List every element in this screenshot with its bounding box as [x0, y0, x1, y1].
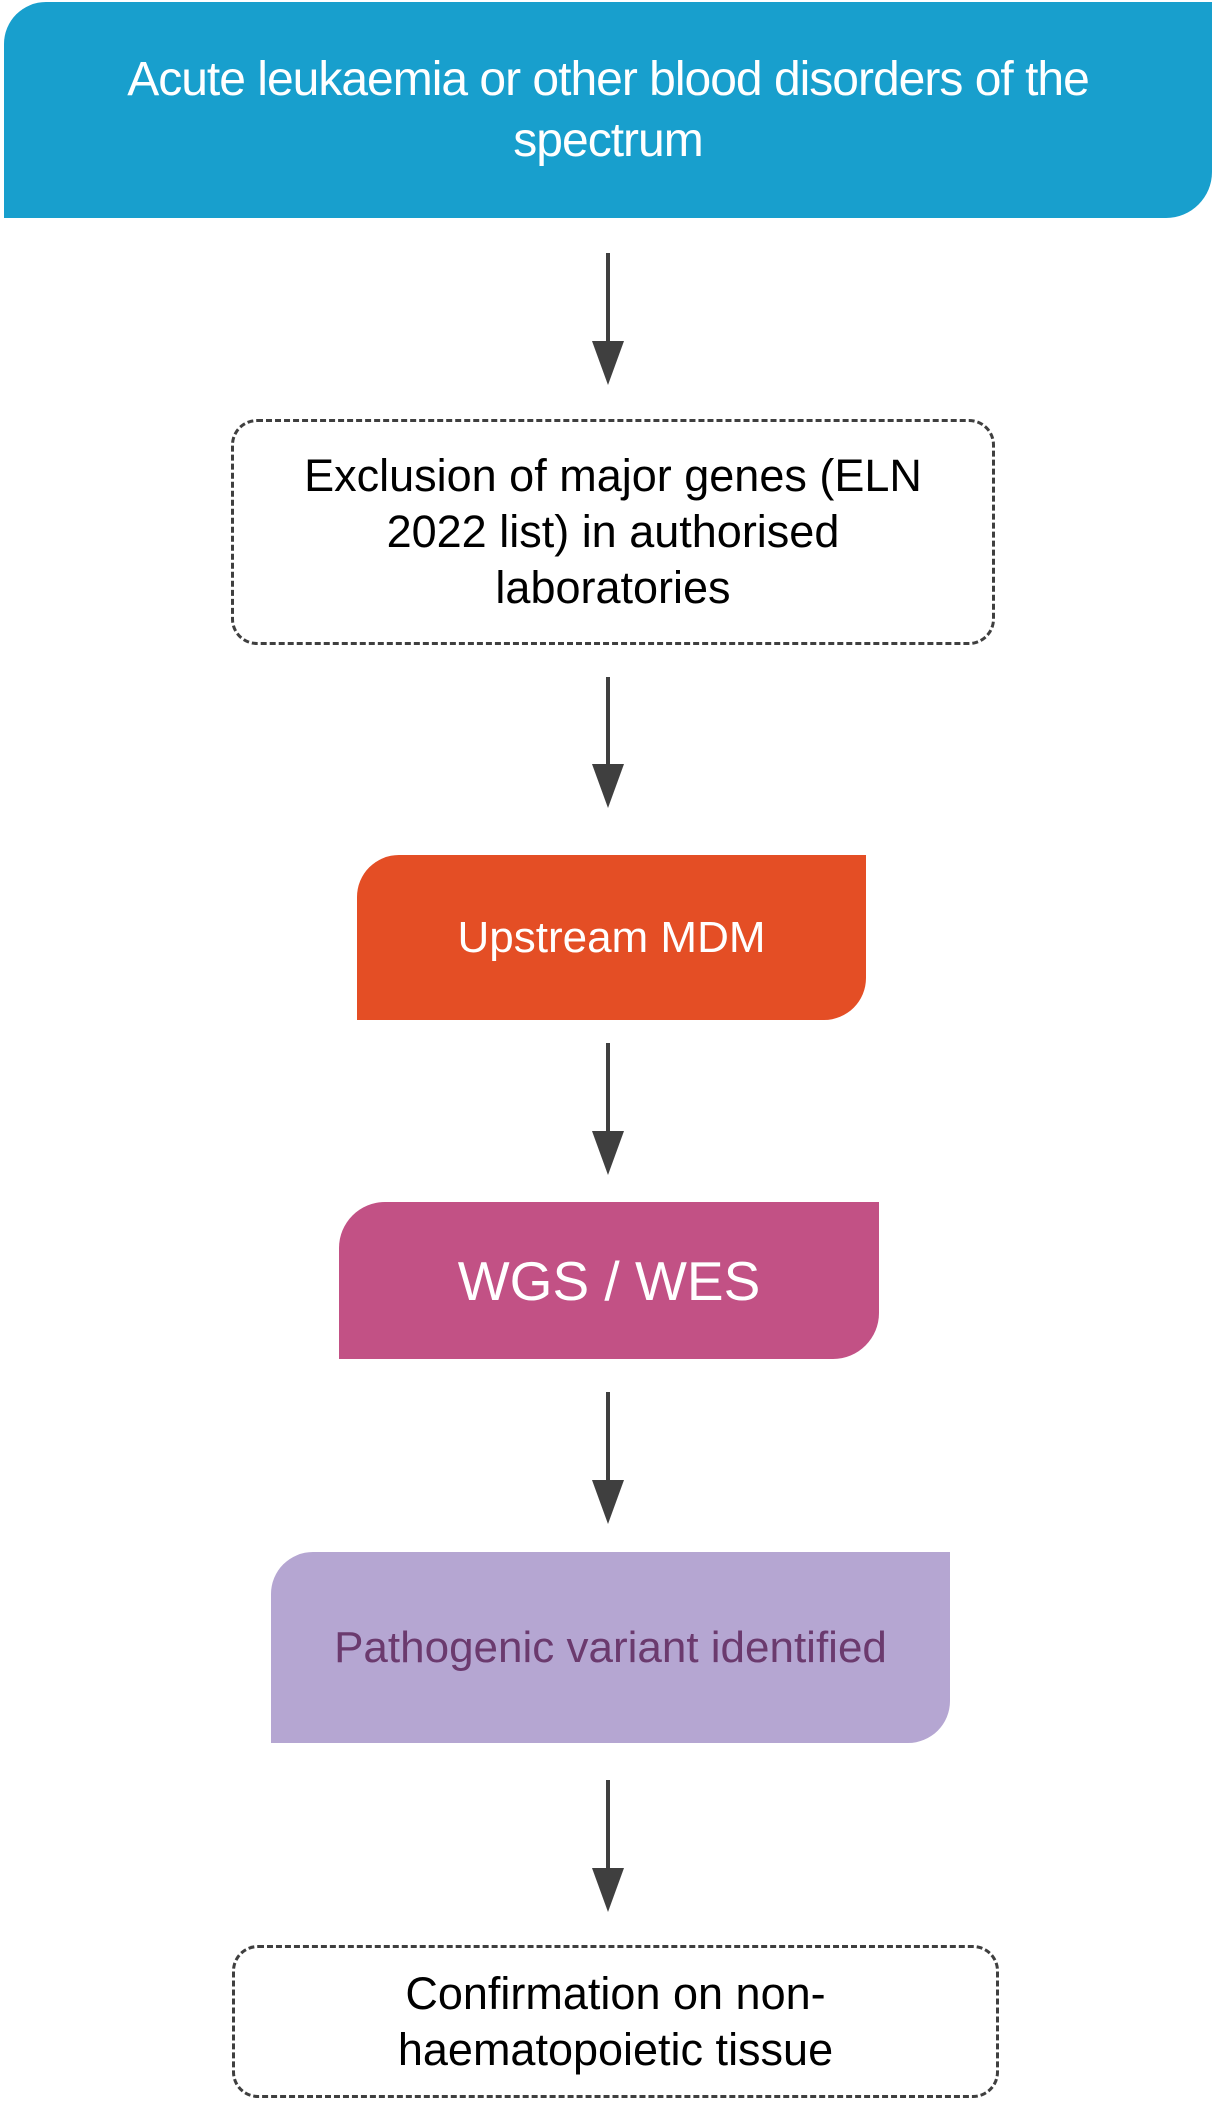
flow-node-exclusion: Exclusion of major genes (ELN 2022 list)…: [231, 419, 995, 645]
arrow-line: [606, 677, 610, 764]
flow-arrow-2: [591, 677, 625, 808]
arrow-down-icon: [592, 764, 624, 808]
arrow-line: [606, 1043, 610, 1131]
flow-arrow-4: [591, 1392, 625, 1524]
flow-arrow-3: [591, 1043, 625, 1175]
flow-node-wgs-wes: WGS / WES: [339, 1202, 879, 1359]
flow-node-confirmation-label: Confirmation on non- haematopoietic tiss…: [397, 1967, 834, 2075]
arrow-down-icon: [592, 1131, 624, 1175]
flow-node-header: Acute leukaemia or other blood disorders…: [4, 2, 1212, 218]
arrow-line: [606, 1392, 610, 1480]
flow-node-pathogenic-variant-label: Pathogenic variant identified: [334, 1622, 887, 1672]
flow-node-exclusion-label: Exclusion of major genes (ELN 2022 list)…: [304, 450, 922, 613]
arrow-down-icon: [592, 341, 624, 385]
flow-node-wgs-wes-label: WGS / WES: [457, 1249, 761, 1312]
arrow-down-icon: [592, 1480, 624, 1524]
arrow-line: [606, 1780, 610, 1868]
arrow-down-icon: [592, 1868, 624, 1912]
flow-node-upstream-mdm: Upstream MDM: [357, 855, 866, 1020]
arrow-line: [606, 253, 610, 341]
flow-arrow-1: [591, 253, 625, 385]
flow-node-confirmation: Confirmation on non- haematopoietic tiss…: [232, 1945, 999, 2098]
flow-node-pathogenic-variant: Pathogenic variant identified: [271, 1552, 950, 1743]
flow-arrow-5: [591, 1780, 625, 1912]
flow-node-upstream-mdm-label: Upstream MDM: [457, 912, 766, 962]
flow-node-header-label: Acute leukaemia or other blood disorders…: [127, 52, 1090, 167]
